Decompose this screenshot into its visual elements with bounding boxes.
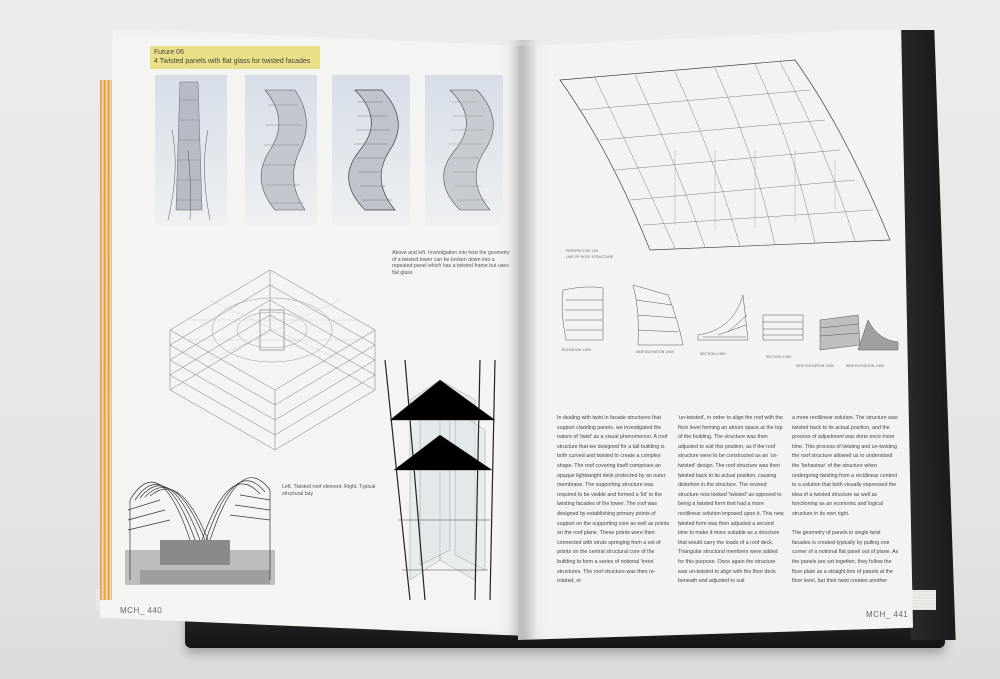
body-column-1: In dealing with twist in facade structur… xyxy=(557,415,670,585)
section-header-highlight xyxy=(150,46,320,69)
twisted-roof-element-render xyxy=(125,477,275,585)
book-spine-shadow xyxy=(508,40,538,640)
panel-2 xyxy=(632,284,684,346)
panel-label-2: SIDE ELEVATION 1:500 xyxy=(636,350,674,354)
caption-twist-studies: Above and left. Investigation into how t… xyxy=(392,250,510,276)
panel-1 xyxy=(561,286,604,341)
body-column-3: a more rectilinear solution. The structu… xyxy=(792,415,899,585)
tower-3 xyxy=(332,75,410,225)
tower-1 xyxy=(155,75,227,225)
panel-label-4: SECTION 1:500 xyxy=(766,355,792,359)
panel-label-5: SIDE ELEVATION 1:500 xyxy=(796,364,834,368)
caption-structure: Left. Twisted roof element. Right. Typic… xyxy=(282,484,376,497)
twisted-tower-drawings xyxy=(155,75,503,225)
roof-elevations-row xyxy=(561,284,899,351)
panel-label-1: ELEVATION 1:500 xyxy=(562,348,591,352)
body-column-2: 'un-twisted', in order to align the roof… xyxy=(678,415,784,585)
twisted-roof-wireframe xyxy=(559,59,891,251)
page-number-left: MCH_ 440 xyxy=(120,606,163,615)
legend-line-2: LINE OF ROOF STRUCTURE xyxy=(566,255,614,259)
section-header-line2: 4 Twisted panels with flat glass for twi… xyxy=(154,58,311,65)
panel-label-3: SECTION 1:500 xyxy=(700,352,726,356)
panel-3 xyxy=(697,294,749,341)
panel-6 xyxy=(857,319,899,351)
page-number-right: MCH_ 441 xyxy=(866,610,909,619)
panel-5 xyxy=(819,314,861,351)
legend-line-1: PERSPECTIVE 1:50 xyxy=(566,249,599,253)
tower-2 xyxy=(245,75,317,225)
structural-bay-drawing xyxy=(384,359,496,601)
colored-page-edges xyxy=(100,80,112,600)
tower-4 xyxy=(425,75,503,225)
isometric-floor-drawing xyxy=(169,269,376,451)
section-header-line1: Future 06 xyxy=(154,49,184,56)
panel-4 xyxy=(762,314,804,341)
panel-label-6: SIDE ELEVATION 1:500 xyxy=(846,364,884,368)
